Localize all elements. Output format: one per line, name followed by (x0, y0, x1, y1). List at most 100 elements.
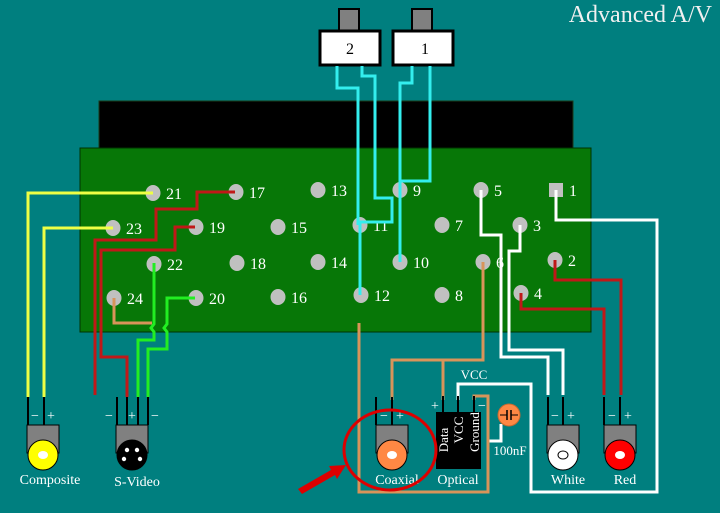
pin-label: 5 (494, 183, 502, 200)
trace-pin23-composite-plus (42, 226, 113, 397)
pin-label: 2 (568, 253, 576, 270)
top-connector-2[interactable]: 2 (318, 8, 382, 67)
pin-pad (434, 217, 450, 233)
optical-plus: + (431, 399, 439, 414)
pin-pad (310, 182, 326, 198)
pin-label: 16 (291, 290, 307, 307)
pin-19: 19 (188, 219, 225, 237)
pin-label: 20 (209, 291, 225, 308)
pin-label: 17 (249, 185, 265, 202)
pin-label: 23 (126, 221, 142, 238)
trace-pin20-svideo (146, 296, 195, 397)
jack-center (615, 451, 625, 459)
optical-label: Optical (437, 473, 478, 488)
trace-conn1-pin10 (398, 66, 414, 262)
jack-svideo[interactable]: −+−S-Video (105, 397, 160, 490)
optical-minus: − (478, 399, 486, 414)
jack-center (387, 451, 397, 459)
optical-module[interactable]: Data VCC Ground + − Optical VCC (431, 367, 487, 488)
top-connector-2-label: 2 (346, 41, 354, 58)
optical-pin-vcc: VCC (451, 417, 466, 444)
svideo-pin-hole (124, 447, 130, 453)
jack-composite[interactable]: −+ Composite (20, 397, 81, 488)
jack-polarity: + (624, 409, 632, 424)
connector-housing (98, 100, 574, 150)
pin-label: 7 (455, 218, 463, 235)
pin-pad (310, 254, 326, 270)
trace-pin1-vcc (456, 190, 659, 494)
top-connector-1[interactable]: 1 (391, 8, 455, 67)
trace-pin22-svideo (136, 263, 156, 397)
pin-label: 22 (167, 257, 183, 274)
pin-14: 14 (310, 254, 347, 272)
jack-center (38, 451, 48, 459)
pin-15: 15 (270, 219, 307, 237)
jack-white[interactable]: −+White (546, 397, 585, 488)
pin-pad (228, 184, 244, 200)
trace-pin2-red (553, 260, 623, 395)
pin-label: 14 (331, 255, 347, 272)
jack-polarity: + (396, 409, 404, 424)
capacitor-label: 100nF (493, 443, 526, 458)
trace-pin5-white (479, 190, 550, 395)
jack-polarity: − (551, 409, 559, 424)
page-title: Advanced A/V (568, 2, 712, 28)
jack-label: Red (614, 473, 637, 488)
pin-label: 8 (455, 288, 463, 305)
jack-red[interactable]: −+ Red (603, 397, 637, 488)
trace-pin19-svideo (99, 225, 195, 397)
jack-polarity: + (128, 409, 136, 424)
svideo-pin-hole (137, 456, 143, 462)
jack-label: Coaxial (375, 473, 419, 488)
pin-label: 3 (533, 218, 541, 235)
trace-conn2-pin11 (335, 66, 360, 225)
pin-pad (270, 289, 286, 305)
jack-face (116, 439, 148, 471)
optical-pin-ground: Ground (467, 412, 482, 452)
pin-label: 21 (166, 186, 182, 203)
top-connector-1-label: 1 (421, 41, 429, 58)
jack-label: Composite (20, 473, 81, 488)
pin-7: 7 (434, 217, 463, 235)
jack-polarity: − (380, 409, 388, 424)
jack-polarity: − (151, 409, 159, 424)
pin-20: 20 (188, 290, 225, 308)
trace-pin4-red (519, 293, 606, 395)
svideo-pin-hole (121, 456, 127, 462)
pin-label: 24 (127, 291, 143, 308)
trace-pin6-optical-data (390, 262, 485, 400)
pin-label: 4 (534, 286, 542, 303)
pin-label: 12 (374, 288, 390, 305)
jack-coaxial[interactable]: −+ Coaxial (375, 397, 419, 488)
highlight-arrow (298, 465, 346, 494)
pin-pad (434, 287, 450, 303)
pin-label: 13 (331, 183, 347, 200)
pin-17: 17 (228, 184, 265, 202)
jack-polarity: − (608, 409, 616, 424)
pin-pad (270, 219, 286, 235)
vcc-label: VCC (461, 367, 488, 382)
jacks: −+Composite−+−S-Video−+Coaxial−+White−+R… (20, 397, 637, 490)
jack-polarity: − (31, 409, 39, 424)
jack-label: White (551, 473, 585, 488)
trace-conn1-pin9 (398, 66, 432, 190)
jack-polarity: − (105, 409, 113, 424)
capacitor: 100nF (493, 403, 527, 458)
trace-pin17-svideo (93, 190, 235, 395)
jack-polarity: + (47, 409, 55, 424)
pin-21: 21 (145, 185, 182, 203)
trace-conn2-pin12 (358, 66, 394, 295)
connector-board (79, 147, 592, 333)
pin-label: 19 (209, 220, 225, 237)
jack-center (557, 450, 569, 460)
trace-pin3-white (507, 225, 565, 395)
pin-16: 16 (270, 289, 307, 307)
highlight-circle (342, 408, 438, 492)
pin-13: 13 (310, 182, 347, 200)
trace-cap (488, 424, 503, 443)
pin-pad (188, 290, 204, 306)
pin-pad (229, 255, 245, 271)
pin-label: 9 (413, 183, 421, 200)
trace-pin21-composite-minus (26, 191, 153, 397)
